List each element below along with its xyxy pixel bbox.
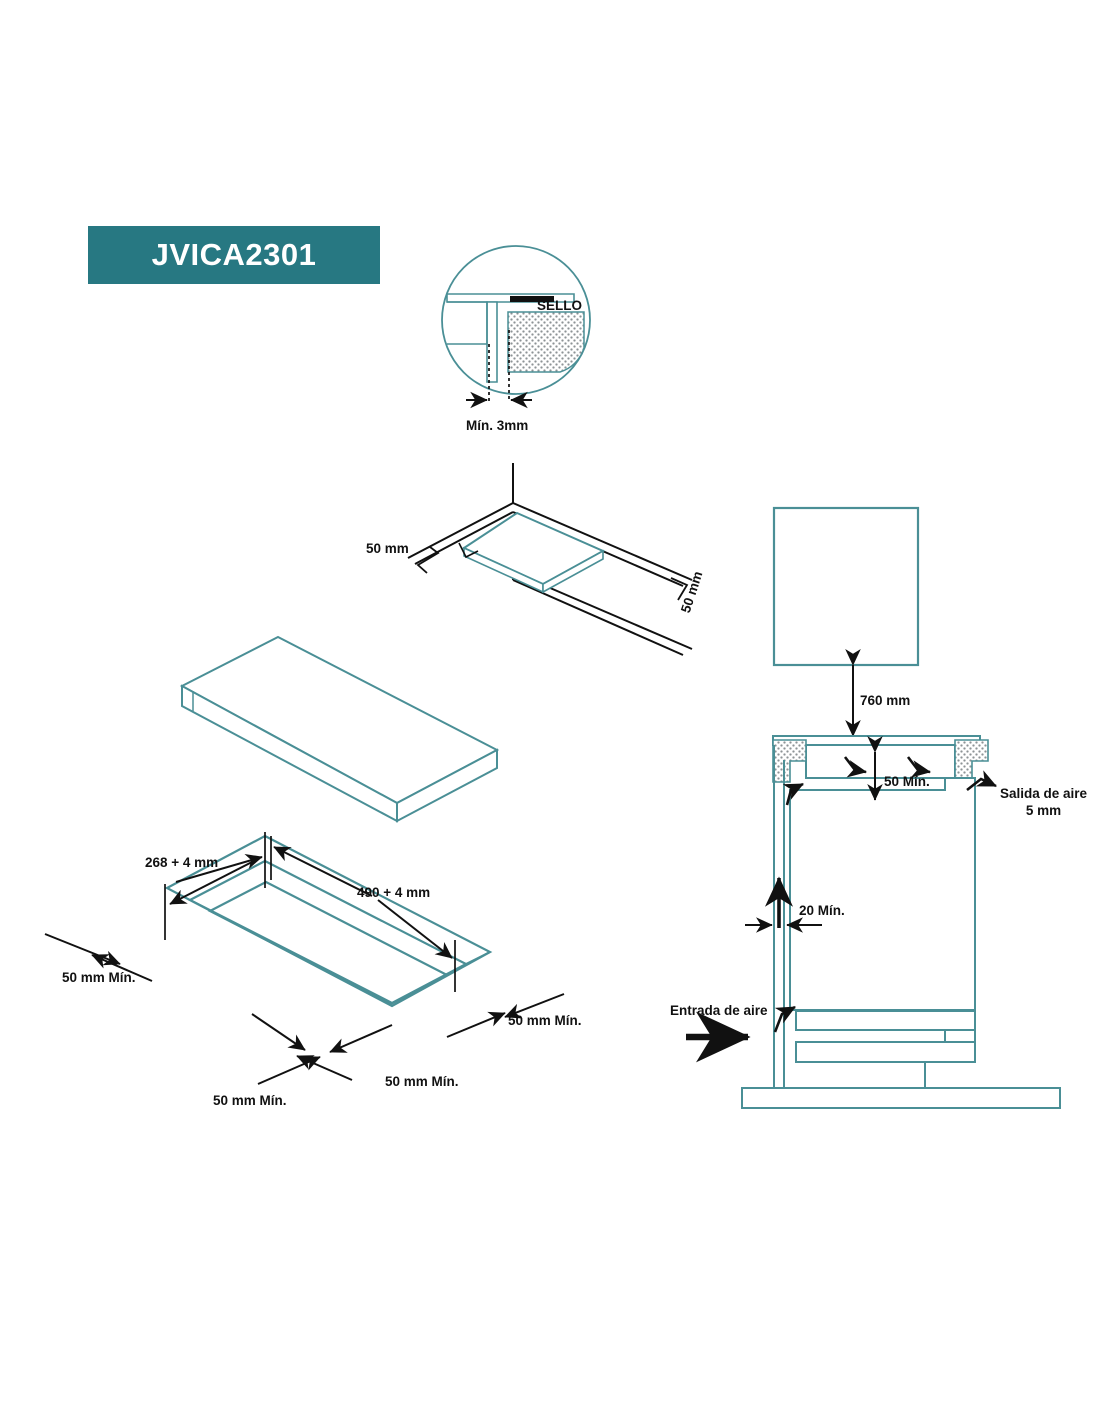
- cooktop-notch: [458, 542, 479, 559]
- dim-268-arrow-right: [175, 853, 263, 883]
- air-inlet-label: Entrada de aire: [670, 1003, 768, 1018]
- seal-block-right: [954, 739, 989, 783]
- hood-height-label: 760 mm: [860, 693, 911, 708]
- cooktop-body-section: [805, 744, 956, 779]
- seal-bead: [510, 296, 554, 302]
- cutout-clearance-bottom-left-label: 50 mm Mín.: [213, 1093, 287, 1108]
- counter-band-lower: [512, 579, 684, 656]
- seal-label: SELLO: [537, 298, 583, 313]
- clearance-bc-arrow-a: [329, 1024, 393, 1053]
- cooktop-side-face: [396, 748, 498, 823]
- dim-490-arrow-left: [273, 846, 373, 897]
- upper-cabinet-box: [772, 506, 920, 667]
- clearance-tl-arrow-b: [91, 954, 153, 982]
- counter-left-front: [414, 511, 514, 565]
- floor-plinth: [741, 1087, 1061, 1109]
- cabinet-interior: [789, 777, 976, 1011]
- model-badge: JVICA2301: [88, 226, 380, 284]
- clearance-bl-arrow-b: [296, 1055, 353, 1081]
- model-label: JVICA2301: [151, 237, 317, 272]
- dim-490-arrow-right: [377, 899, 453, 959]
- wall-gap-label: 20 Mín.: [799, 903, 845, 918]
- leader-right-50mm: [670, 577, 689, 601]
- counter-right-back: [512, 502, 693, 581]
- airflow-arrow-outlet: [966, 770, 997, 792]
- cutout-dimension-group: [44, 832, 565, 1085]
- ventilation-section-group: [686, 506, 1061, 1109]
- cutout-clearance-left-label: 50 mm Mín.: [62, 970, 136, 985]
- seal-min-dimension-label: Mín. 3mm: [466, 418, 529, 433]
- airflow-arrow-left: [843, 756, 868, 778]
- under-gap-label: 50 Mín.: [884, 774, 930, 789]
- dim-268-arrow-left: [169, 861, 253, 905]
- cutout-width-label: 490 + 4 mm: [357, 885, 431, 900]
- clearance-bl-arrow-a: [251, 1013, 306, 1051]
- cutout-inner-opening: [187, 859, 469, 1005]
- cutout-clearance-right-label: 50 mm Mín.: [508, 1013, 582, 1028]
- cooktop-plate-edge-right: [542, 549, 604, 594]
- air-inlet-curve: [773, 1005, 796, 1033]
- corner-left-clearance-label: 50 mm: [366, 541, 409, 556]
- seal-block-left: [772, 739, 807, 783]
- cooktop-isometric-group: [179, 635, 500, 823]
- corner-installation-group: [407, 463, 693, 656]
- air-outlet-label: Salida de aire 5 mm: [1000, 786, 1088, 818]
- airflow-arrow-right: [906, 756, 932, 778]
- sealant-hatch: [507, 311, 585, 373]
- base-drawer-lower: [795, 1041, 976, 1063]
- cutout-right-wrap: [446, 951, 491, 976]
- clearance-tl-arrow-a: [44, 933, 121, 966]
- clearance-r-arrow-b: [446, 1011, 506, 1038]
- cabinet-ledge: [447, 301, 488, 345]
- leader-left-50mm: [416, 546, 440, 574]
- cutout-depth-label: 268 + 4 mm: [145, 855, 219, 870]
- cooktop-plate-top: [461, 511, 606, 586]
- cutout-clearance-bottom-center-label: 50 mm Mín.: [385, 1074, 459, 1089]
- counter-left-back: [407, 502, 514, 559]
- airflow-arrow-up-left: [782, 782, 804, 806]
- base-drawer-divider: [944, 1029, 976, 1043]
- clearance-r-arrow-a: [504, 993, 565, 1019]
- base-drawer-upper: [795, 1010, 976, 1031]
- seal-detail-group: [441, 245, 591, 409]
